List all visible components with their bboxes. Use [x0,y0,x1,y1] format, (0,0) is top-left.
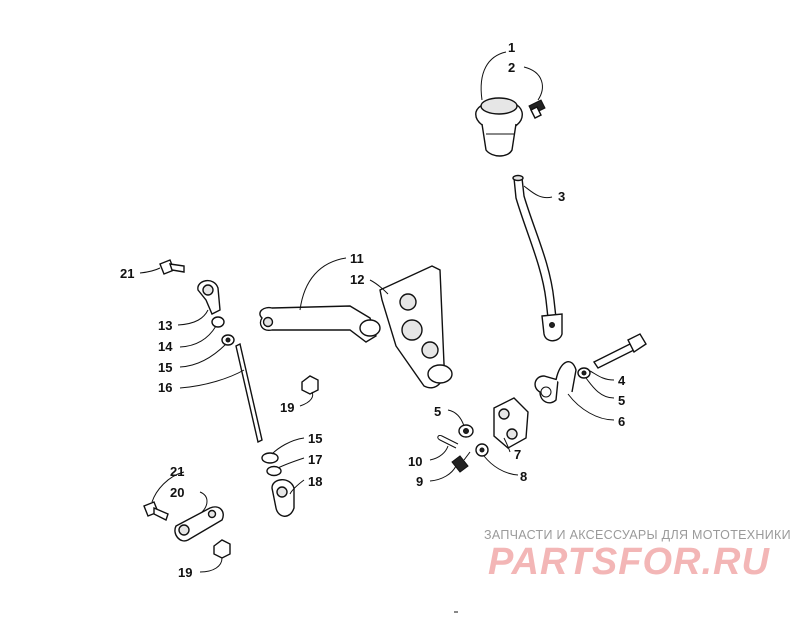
part-15-washer-lower [261,452,279,464]
callout-2: 2 [508,60,515,75]
part-2-set-screw [528,99,546,119]
callout-5b: 5 [434,404,441,419]
leader-lines [139,51,615,573]
callout-19b: 19 [178,565,192,580]
part-20-lever-arm [174,506,224,542]
part-3-shift-lever [512,174,563,342]
callout-14: 14 [158,339,173,354]
part-7-linkage-block [493,397,529,449]
part-19-nut-upper [301,375,319,395]
part-14-washer [211,316,225,328]
part-17-nut [266,465,282,477]
part-5-washer-upper [577,367,591,379]
part-5-washer-lower [458,424,474,438]
part-10-cotter-pin [437,435,459,449]
callout-9: 9 [416,474,423,489]
callout-7: 7 [514,447,521,462]
callout-6: 6 [618,414,625,429]
callout-12: 12 [350,272,364,287]
part-6-clevis [534,361,577,404]
callout-16: 16 [158,380,172,395]
part-12-bracket [379,265,453,389]
callout-17: 17 [308,452,322,467]
part-15-washer-upper [221,334,235,346]
callout-11: 11 [350,251,364,266]
part-18-rod-end [271,479,295,517]
part-21-bolt-lower [143,501,169,521]
callout-20: 20 [170,485,184,500]
watermark-tagline: ЗАПЧАСТИ И АКСЕССУАРЫ ДЛЯ МОТОТЕХНИКИ [484,528,791,542]
part-9-bolt [451,451,471,473]
part-1-shift-knob [475,97,523,157]
callout-13: 13 [158,318,172,333]
part-11-shaft-arm [259,305,381,343]
callout-4: 4 [618,373,626,388]
watermark: ЗАПЧАСТИ И АКСЕССУАРЫ ДЛЯ МОТОТЕХНИКИ PA… [484,528,791,583]
part-19-nut-lower [213,539,231,559]
callout-10: 10 [408,454,422,469]
part-16-rod [235,342,263,444]
part-4-bolt [592,333,647,369]
callout-18: 18 [308,474,322,489]
callout-3: 3 [558,189,565,204]
watermark-logo: PARTSFOR.RU [488,541,770,583]
callout-19a: 19 [280,400,294,415]
callout-5a: 5 [618,393,625,408]
callout-15b: 15 [308,431,322,446]
part-8-nut [475,443,489,457]
callout-1: 1 [508,40,515,55]
part-13-rod-end [197,280,221,315]
callout-21b: 21 [170,464,184,479]
callout-21a: 21 [120,266,134,281]
callout-8: 8 [520,469,527,484]
part-21-bolt-upper [159,259,185,275]
callout-labels: 1 2 3 4 5 5 6 7 8 9 10 11 12 13 14 15 15… [120,40,626,580]
callout-15a: 15 [158,360,172,375]
